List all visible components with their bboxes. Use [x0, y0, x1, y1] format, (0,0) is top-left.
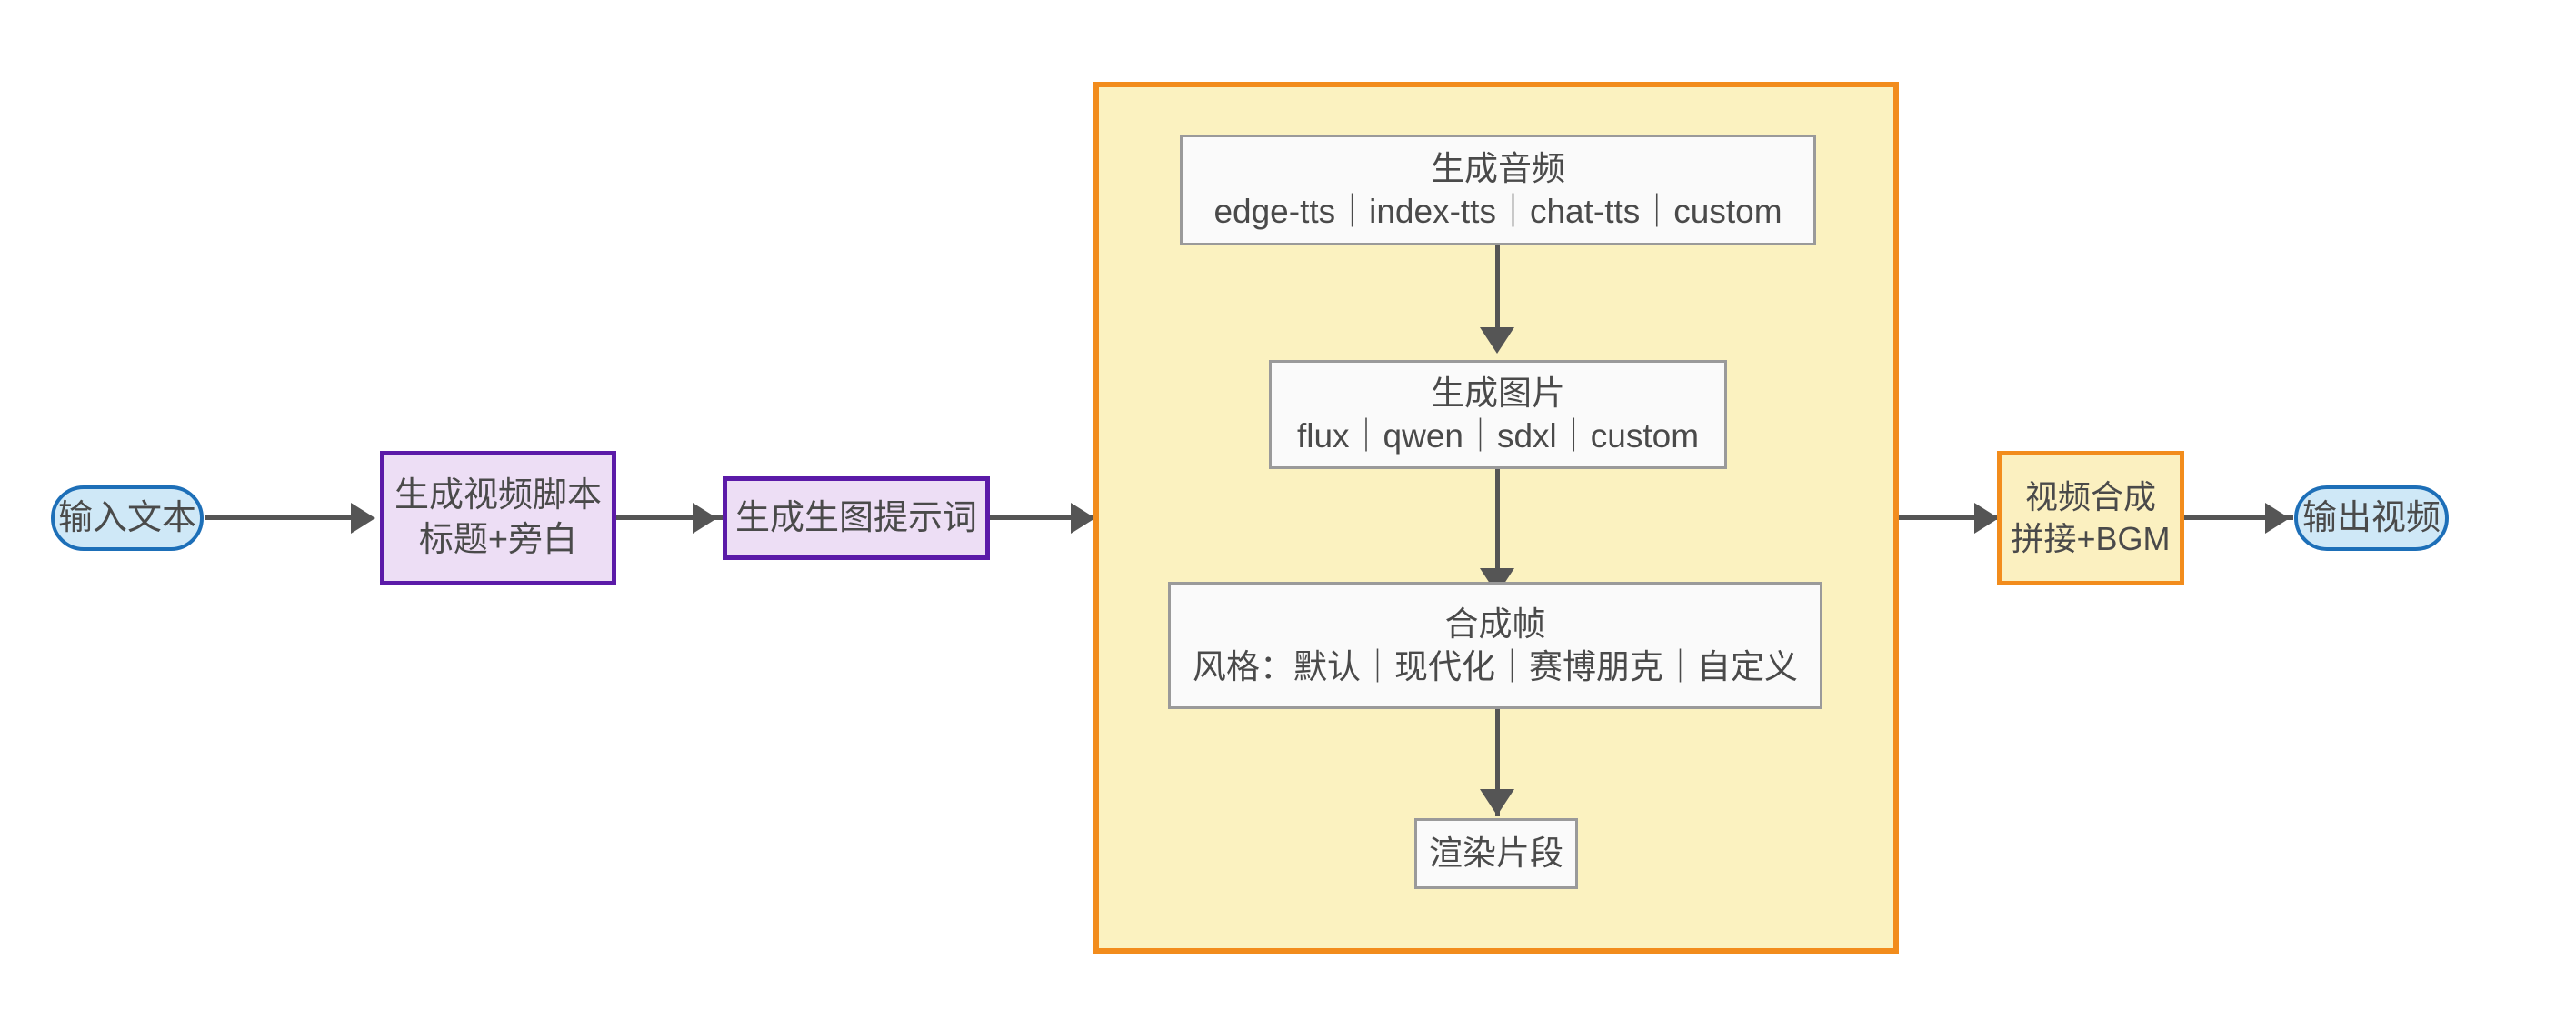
node-generate-script-line1: 生成视频脚本	[394, 476, 602, 515]
node-compose-frame[interactable]: 合成帧 风格：默认｜现代化｜赛博朋克｜自定义	[1168, 582, 1822, 709]
node-render-clip-label: 渲染片段	[1429, 835, 1563, 873]
arrow-head-icon	[1480, 789, 1514, 815]
node-compose-frame-options: 风格：默认｜现代化｜赛博朋克｜自定义	[1193, 648, 1798, 685]
node-generate-script-line2: 标题+旁白	[418, 521, 578, 559]
node-compose-frame-title: 合成帧	[1444, 605, 1546, 643]
node-video-compose-line2: 拼接+BGM	[2011, 520, 2171, 557]
node-video-compose-line1: 视频合成	[2024, 477, 2156, 515]
edge-line	[1495, 245, 1500, 338]
edge-line	[990, 515, 1097, 520]
edge-line	[205, 515, 351, 520]
node-input-text-label: 输入文本	[57, 498, 196, 537]
arrow-head-icon	[1974, 503, 1999, 534]
node-input-text[interactable]: 输入文本	[51, 485, 204, 551]
node-output-video-label: 输出视频	[2301, 498, 2441, 537]
node-video-compose[interactable]: 视频合成 拼接+BGM	[1997, 451, 2184, 585]
node-render-clip[interactable]: 渲染片段	[1414, 818, 1578, 889]
edge-line	[1495, 709, 1500, 816]
node-generate-prompt[interactable]: 生成生图提示词	[723, 476, 990, 560]
arrow-head-icon	[1480, 327, 1514, 354]
node-generate-audio-title: 生成音频	[1431, 149, 1565, 187]
edge-line	[616, 515, 725, 520]
node-generate-audio[interactable]: 生成音频 edge-tts｜index-tts｜chat-tts｜custom	[1180, 135, 1816, 245]
edge-line	[1495, 469, 1500, 580]
node-output-video[interactable]: 输出视频	[2294, 485, 2449, 551]
edge-line	[2184, 515, 2293, 520]
node-generate-image-title: 生成图片	[1431, 374, 1565, 412]
arrow-head-icon	[2265, 503, 2290, 534]
arrow-head-icon	[1071, 503, 1095, 534]
node-generate-script[interactable]: 生成视频脚本 标题+旁白	[380, 451, 616, 585]
node-generate-image[interactable]: 生成图片 flux｜qwen｜sdxl｜custom	[1269, 360, 1727, 469]
node-generate-image-options: flux｜qwen｜sdxl｜custom	[1296, 417, 1700, 455]
arrow-head-icon	[351, 503, 375, 534]
node-generate-audio-options: edge-tts｜index-tts｜chat-tts｜custom	[1213, 193, 1782, 230]
node-generate-prompt-label: 生成生图提示词	[734, 498, 977, 537]
arrow-head-icon	[693, 503, 717, 534]
edge-line	[1899, 515, 2001, 520]
